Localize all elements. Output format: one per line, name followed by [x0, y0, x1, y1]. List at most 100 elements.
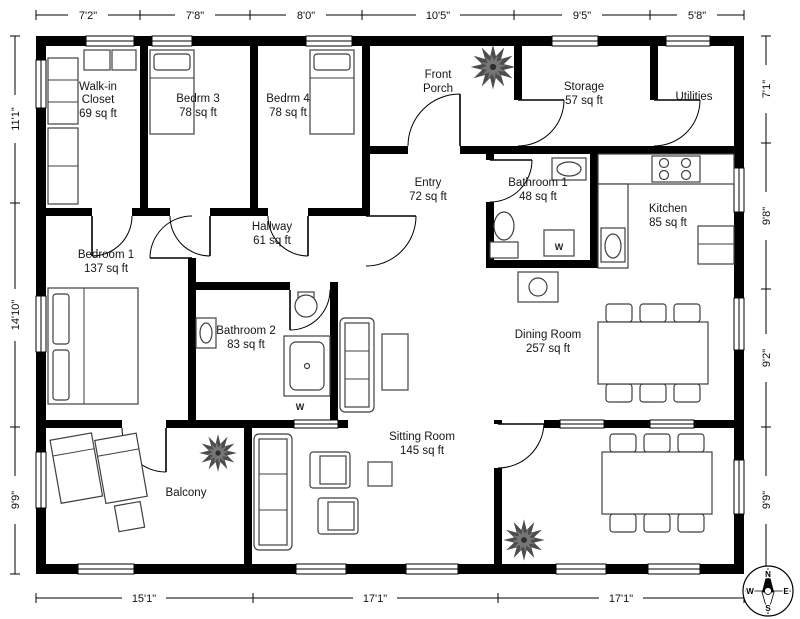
door-storage: [517, 99, 565, 147]
window: [733, 167, 745, 213]
dining-table-set: [597, 303, 709, 403]
window: [647, 563, 701, 575]
window: [305, 35, 353, 47]
doors: [91, 93, 701, 473]
closet-wardrobe: [47, 49, 137, 205]
wall-segment: [308, 208, 370, 216]
dimension-bottom: 15'1" 17'1" 17'1": [35, 591, 745, 605]
bed-bedroom1: [47, 287, 139, 405]
dim-left-2: 14'10": [10, 300, 22, 331]
wall-segment: [650, 46, 658, 100]
kitchen-counters: [597, 153, 735, 269]
label-utilities: Utilities: [675, 91, 712, 103]
compass-rose: N E S W: [742, 565, 794, 617]
label-bathroom1: Bathroom 1: [508, 177, 567, 189]
bed-bedroom4: [309, 49, 355, 135]
wall-segment: [36, 564, 744, 574]
label-walkin-closet-area: 69 sq ft: [79, 108, 118, 120]
dimension-top: 7'2" 7'8" 8'0" 10'5" 9'5" 5'8": [35, 8, 745, 22]
wall-segment: [140, 46, 148, 208]
wall-segment: [486, 260, 598, 268]
window: [733, 297, 745, 351]
compass-w: W: [746, 587, 754, 596]
label-washer-bathroom2: W: [296, 402, 305, 412]
window: [295, 563, 347, 575]
label-bedroom3: Bedrm 3: [176, 93, 219, 105]
windows: [35, 35, 745, 575]
room-labels: Walk-in Closet 69 sq ft Bedrm 3 78 sq ft…: [78, 69, 713, 499]
plant-south: [503, 519, 545, 561]
sitting-room-furniture: [253, 433, 393, 551]
wall-segment: [36, 420, 122, 428]
label-balcony: Balcony: [166, 487, 207, 499]
dim-bottom-1: 15'1": [132, 593, 156, 605]
window: [77, 563, 135, 575]
stove-icon: [651, 155, 701, 183]
label-washer-bathroom1: W: [555, 242, 564, 252]
compass-e: E: [783, 587, 789, 596]
window: [555, 563, 607, 575]
wall-segment: [544, 420, 734, 428]
label-bedroom3-area: 78 sq ft: [179, 107, 218, 119]
label-walkin-closet-2: Closet: [82, 94, 115, 106]
door-bedroom1: [149, 215, 193, 259]
bed-bedroom3: [149, 49, 195, 135]
dim-bottom-3: 17'1": [609, 593, 633, 605]
wall-segment: [188, 282, 290, 290]
washer-unit: [517, 271, 559, 303]
wall-segment: [514, 46, 522, 100]
wall-segment: [166, 420, 348, 428]
wall-segment: [590, 154, 598, 268]
dim-top-5: 9'5": [573, 10, 591, 22]
door-bathroom1: [489, 159, 533, 203]
label-hallway: Hallway: [252, 221, 293, 233]
door-bedroom4: [267, 215, 309, 257]
window: [405, 563, 459, 575]
door-bathroom2: [289, 289, 331, 331]
label-storage-area: 57 sq ft: [565, 95, 604, 107]
living-sofa: [339, 317, 409, 413]
label-kitchen: Kitchen: [649, 203, 687, 215]
dim-bottom-2: 17'1": [363, 593, 387, 605]
label-dining-room: Dining Room: [515, 329, 581, 341]
door-utilities: [653, 99, 701, 147]
label-front-porch-2: Porch: [423, 83, 453, 95]
window: [35, 295, 47, 353]
wall-segment: [486, 154, 494, 160]
dim-left-3: 9'9": [10, 491, 22, 509]
balcony-furniture: [49, 432, 148, 533]
dim-right-1: 7'1": [761, 80, 773, 98]
wall-segment: [250, 46, 258, 208]
wall-segment: [486, 202, 494, 268]
wall-segment: [330, 282, 338, 428]
window: [649, 419, 695, 429]
door-closet: [91, 215, 133, 257]
compass-n: N: [765, 570, 771, 579]
window: [85, 35, 135, 47]
door-sitting-room: [497, 423, 545, 469]
plant-balcony: [199, 434, 237, 472]
wall-segment: [210, 208, 268, 216]
label-sitting-room-area: 145 sq ft: [400, 445, 445, 457]
dim-right-3: 9'2": [761, 349, 773, 367]
wall-segment: [460, 146, 514, 154]
dim-top-4: 10'5": [426, 10, 450, 22]
window: [559, 419, 605, 429]
wall-segment: [370, 146, 408, 154]
window: [35, 59, 47, 109]
window: [151, 35, 193, 47]
door-bedroom3: [169, 215, 211, 257]
door-front-porch: [407, 93, 461, 147]
wall-segment: [494, 420, 502, 424]
label-hallway-area: 61 sq ft: [253, 235, 292, 247]
wall-segment: [362, 46, 370, 216]
dim-right-4: 9'9": [761, 491, 773, 509]
dim-right-2: 9'8": [761, 207, 773, 225]
plant-porch: [470, 44, 516, 90]
window: [551, 35, 599, 47]
label-entry-area: 72 sq ft: [409, 191, 448, 203]
label-front-porch: Front: [425, 69, 453, 81]
dim-top-6: 5'8": [688, 10, 706, 22]
